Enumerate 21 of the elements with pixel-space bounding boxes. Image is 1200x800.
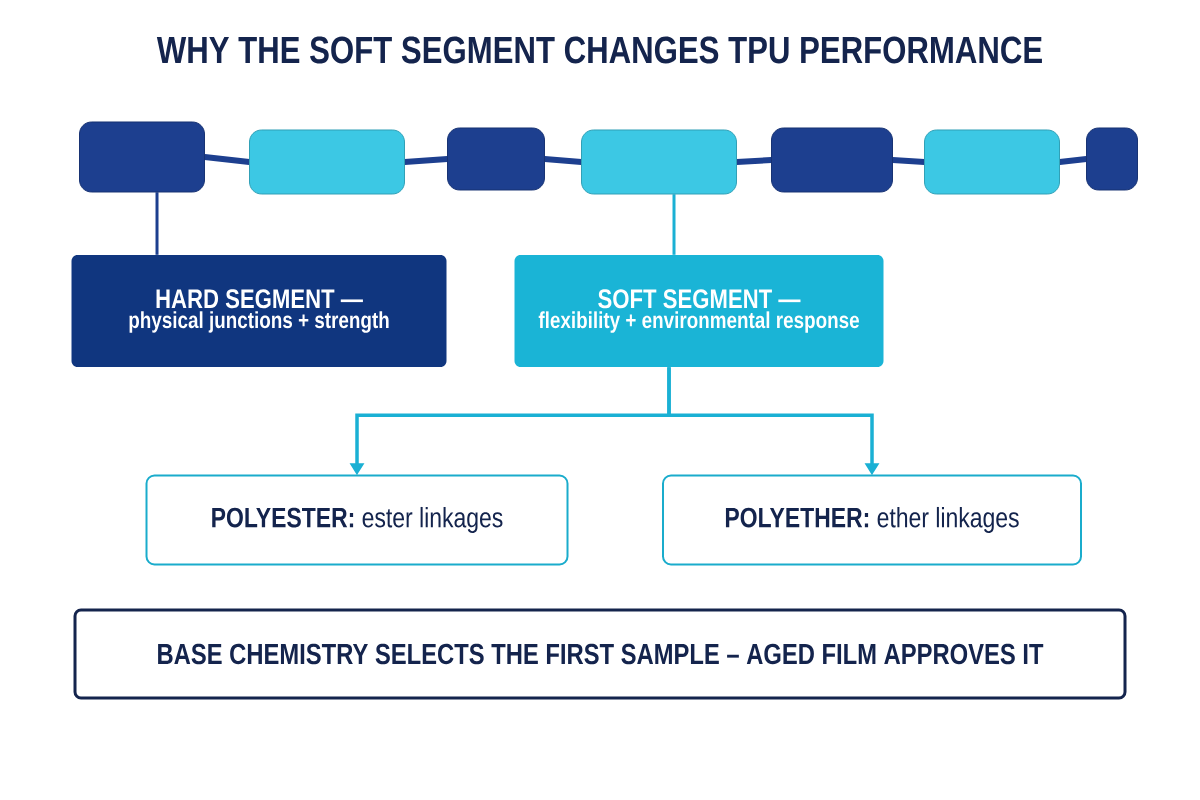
chain-link [1059, 156, 1087, 165]
leader-line [672, 194, 676, 255]
chemistry-box: POLYESTER: ester linkages [145, 474, 569, 566]
title: WHY THE SOFT SEGMENT CHANGES TPU PERFORMANCE [156, 36, 1042, 64]
chain-link [892, 157, 925, 165]
chain-block [1086, 127, 1138, 191]
chain-block [79, 121, 205, 193]
chain-link [544, 156, 582, 165]
conclusion-box: BASE CHEMISTRY SELECTS THE FIRST SAMPLE – AGED FILM APPROVES IT [73, 608, 1127, 700]
leader-line [155, 192, 159, 255]
chain-block [249, 129, 405, 195]
chain-link [204, 154, 250, 165]
chain-block [581, 129, 737, 195]
segment-box: SOFT SEGMENT — flexibility + environmental response [514, 255, 884, 367]
segment-box: HARD SEGMENT — physical junctions + strength [71, 255, 447, 367]
chain-block [924, 129, 1060, 195]
chain-block [771, 127, 893, 193]
chemistry-box: POLYETHER: ether linkages [662, 474, 1082, 566]
chain-block [447, 127, 545, 191]
chain-link [736, 157, 772, 165]
chain-link [404, 156, 448, 165]
